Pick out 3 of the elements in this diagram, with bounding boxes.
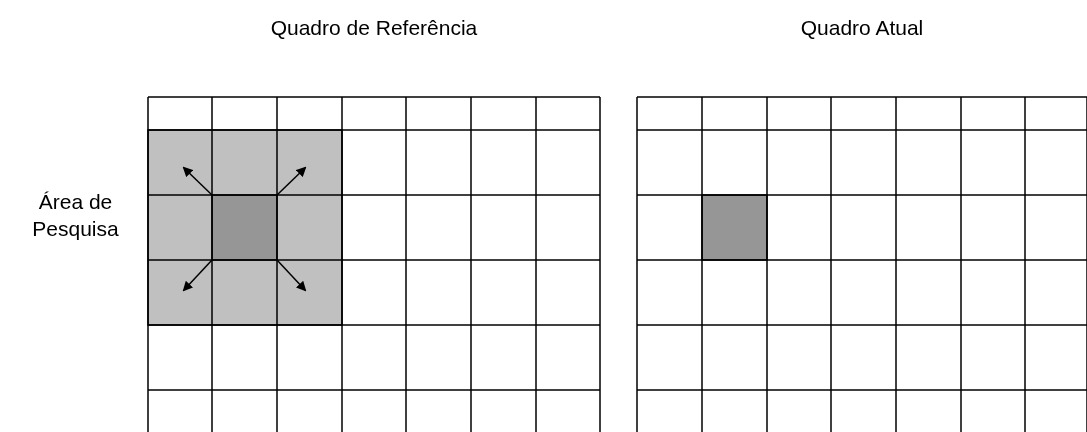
area-label: Área de Pesquisa	[31, 189, 120, 242]
frame-title: Quadro Atual	[799, 15, 925, 41]
frame-title: Quadro de Referência	[269, 15, 479, 41]
